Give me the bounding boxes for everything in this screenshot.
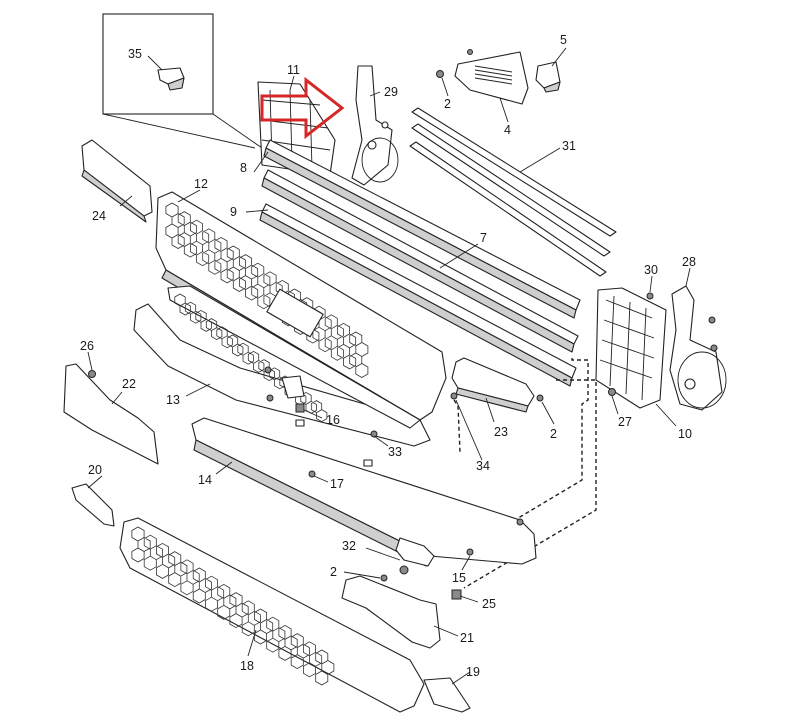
bar-14 (191, 417, 537, 567)
label-12: 12 (194, 177, 208, 191)
honeycomb-texture (131, 526, 335, 686)
label-16: 16 (326, 413, 340, 427)
bracket-10 (595, 287, 667, 409)
trim-24 (81, 139, 153, 223)
clip-5 (535, 61, 561, 93)
bracket-28 (669, 285, 727, 411)
label-20: 20 (88, 463, 102, 477)
label-4: 4 (504, 123, 511, 137)
label-18: 18 (240, 659, 254, 673)
label-8: 8 (240, 161, 247, 175)
trim-23 (450, 357, 544, 413)
screw-15 (466, 548, 474, 556)
label-22: 22 (122, 377, 136, 391)
label-10: 10 (678, 427, 692, 441)
trim-20 (71, 483, 115, 527)
label-15: 15 (452, 571, 466, 585)
label-30: 30 (644, 263, 658, 277)
bar-8 (263, 139, 581, 319)
screw-33 (370, 430, 378, 438)
frame-13 (133, 285, 431, 447)
cover-4 (454, 49, 529, 105)
label-14: 14 (198, 473, 212, 487)
label-13: 13 (166, 393, 180, 407)
grille-18 (119, 517, 425, 713)
label-25: 25 (482, 597, 496, 611)
label-17: 17 (330, 477, 344, 491)
label-31: 31 (562, 139, 576, 153)
leader-lines (87, 47, 691, 685)
trim-19 (423, 677, 471, 713)
bar-9-7 (259, 169, 579, 387)
label-2-bottom: 2 (330, 565, 337, 579)
label-9: 9 (230, 205, 237, 219)
part-labels: 35 11 29 2 4 5 8 31 12 24 9 7 30 28 26 2… (80, 33, 696, 679)
label-34: 34 (476, 459, 490, 473)
label-11: 11 (287, 63, 300, 77)
clip-25 (451, 589, 462, 600)
label-2-right: 2 (550, 427, 557, 441)
label-29: 29 (384, 85, 398, 99)
label-27: 27 (618, 415, 632, 429)
label-26: 26 (80, 339, 94, 353)
label-28: 28 (682, 255, 696, 269)
label-33: 33 (388, 445, 402, 459)
label-23: 23 (494, 425, 508, 439)
clip-32 (380, 537, 435, 582)
label-7: 7 (480, 231, 487, 245)
label-32: 32 (342, 539, 356, 553)
label-24: 24 (92, 209, 106, 223)
panel-22 (63, 363, 159, 465)
panel-21 (341, 575, 441, 649)
label-35: 35 (128, 47, 142, 61)
label-5: 5 (560, 33, 567, 47)
label-2-top: 2 (444, 97, 451, 111)
highlight-arrow (260, 76, 345, 140)
label-19: 19 (466, 665, 480, 679)
strips-31 (409, 107, 617, 277)
clip-16 (295, 403, 305, 413)
bracket-center (264, 366, 305, 402)
screw-2-top (436, 70, 444, 78)
clip-35 (157, 67, 185, 91)
inset-box (102, 13, 263, 149)
label-21: 21 (460, 631, 474, 645)
bracket-29 (351, 65, 399, 186)
